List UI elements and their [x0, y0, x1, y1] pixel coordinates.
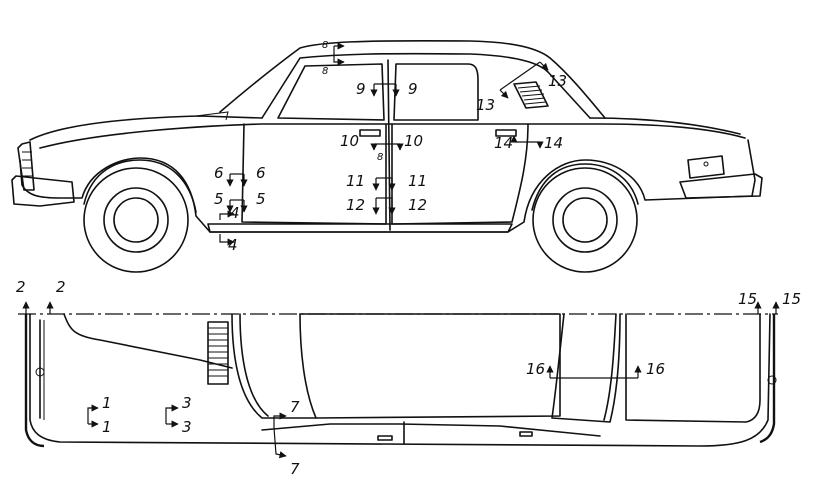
- label-10: 10: [404, 132, 423, 150]
- label-6: 6: [256, 164, 266, 182]
- front-bumper: [11, 175, 75, 207]
- section-marker-6: [226, 173, 248, 187]
- label-2: 2: [16, 278, 26, 296]
- cowl: [195, 111, 229, 121]
- key-lock-icon: [703, 161, 709, 167]
- front-wheel: [83, 159, 197, 273]
- section-marker-8: [333, 42, 345, 66]
- top-view: 2 2 15 15 1 1 3 3 7 7 16 16: [16, 278, 801, 478]
- section-marker-3: [165, 404, 179, 428]
- label-16: 16: [646, 360, 665, 378]
- c-pillar-top: [603, 313, 617, 421]
- rocker-panel: [207, 223, 513, 233]
- front-grille: [17, 141, 35, 191]
- handle-top: [377, 435, 393, 441]
- trunk-panel: [625, 313, 761, 423]
- side-view: 8 8 9 9 10 10 8 11 11 12 12 6 6 5 5 4 4 …: [11, 39, 763, 273]
- label-1: 1: [102, 394, 112, 412]
- label-11: 11: [408, 172, 427, 190]
- label-6: 6: [214, 164, 224, 182]
- label-15: 15: [738, 290, 757, 308]
- roof-outline: [219, 39, 606, 119]
- label-14: 14: [544, 134, 563, 152]
- label-13: 13: [548, 72, 567, 90]
- hood-panel: [63, 313, 233, 369]
- label-10: 10: [340, 132, 359, 150]
- label-2: 2: [56, 278, 66, 296]
- front-window: [277, 63, 385, 121]
- section-marker-13: [499, 61, 549, 99]
- label-8: 8: [322, 40, 328, 51]
- rear-bumper-top: [759, 314, 776, 444]
- a-pillar-top: [239, 313, 269, 417]
- label-3: 3: [182, 394, 192, 412]
- tail-light: [687, 155, 725, 179]
- rear-window-top: [551, 313, 621, 423]
- section-marker-4: [219, 210, 235, 246]
- section-marker-5: [226, 199, 248, 213]
- front-door: [241, 123, 387, 225]
- label-9: 9: [356, 80, 366, 98]
- section-marker-16: [546, 365, 642, 379]
- bumper-guard-rear: [767, 375, 777, 385]
- label-3: 3: [182, 418, 192, 436]
- rear-door-handle: [495, 129, 517, 137]
- label-7: 7: [290, 398, 300, 416]
- hood-line: [29, 115, 263, 141]
- label-9: 9: [408, 80, 418, 98]
- body-lower-outline: [19, 139, 756, 233]
- label-15: 15: [782, 290, 801, 308]
- section-marker-15: [754, 301, 780, 314]
- front-door-handle: [359, 129, 381, 137]
- handle-top-rear: [519, 431, 533, 437]
- label-12: 12: [346, 196, 365, 214]
- section-marker-14: [510, 135, 544, 149]
- label-4: 4: [228, 236, 238, 254]
- label-12: 12: [408, 196, 427, 214]
- label-4: 4: [230, 204, 240, 222]
- rear-window: [393, 63, 479, 121]
- door-sill-top: [261, 423, 601, 437]
- beltline: [39, 123, 746, 149]
- label-7: 7: [290, 460, 300, 478]
- label-13: 13: [476, 96, 495, 114]
- roof-top: [299, 313, 561, 419]
- label-5: 5: [256, 190, 266, 208]
- section-marker-10: [370, 143, 404, 151]
- b-pillar: [387, 59, 391, 231]
- label-16: 16: [526, 360, 545, 378]
- trunk-line: [589, 117, 741, 135]
- section-marker-11: [372, 177, 396, 191]
- front-bumper-top: [24, 314, 45, 448]
- section-marker-12: [372, 197, 396, 215]
- label-1: 1: [102, 418, 112, 436]
- label-8: 8: [322, 66, 328, 77]
- section-marker-2: [22, 301, 54, 314]
- label-11: 11: [346, 172, 365, 190]
- rear-door: [391, 123, 529, 225]
- c-pillar-vent: [513, 81, 549, 109]
- bumper-guard-front: [35, 367, 45, 377]
- windshield-top: [231, 313, 317, 419]
- window-frame-outer: [261, 52, 591, 119]
- section-marker-9: [370, 83, 400, 97]
- section-marker-1: [87, 404, 99, 428]
- label-5: 5: [214, 190, 224, 208]
- section-marker-7: [273, 412, 287, 459]
- label-14: 14: [494, 134, 513, 152]
- rear-wheel: [531, 163, 639, 273]
- label-8: 8: [377, 152, 383, 163]
- top-body-outline: [29, 313, 771, 447]
- cowl-vent-top: [207, 321, 229, 385]
- rear-bumper: [679, 173, 763, 199]
